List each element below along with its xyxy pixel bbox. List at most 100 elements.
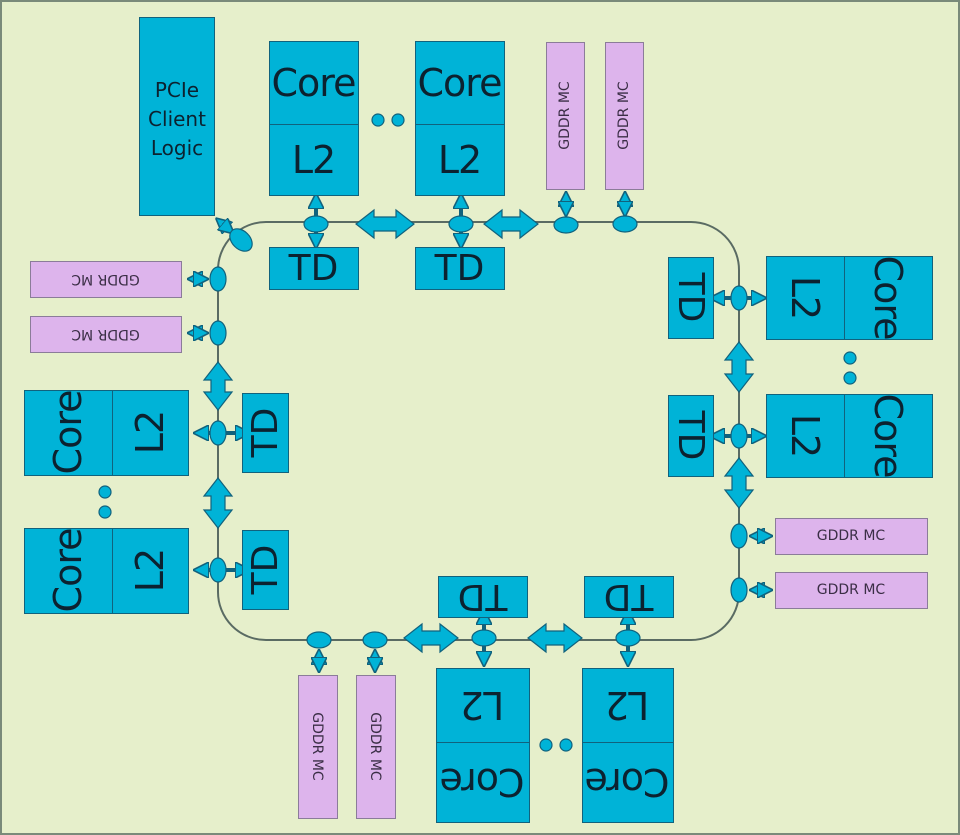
gddr-mc-label: GDDR MC bbox=[816, 528, 886, 544]
pcie-label-line: Client bbox=[148, 107, 206, 131]
l2-label: L2 bbox=[460, 683, 505, 727]
td-block: TD bbox=[668, 395, 714, 477]
ring-arrow-right-2 bbox=[723, 457, 755, 509]
ring-stop bbox=[730, 423, 748, 449]
core-label: Core bbox=[585, 760, 670, 804]
ring-stop bbox=[362, 631, 388, 649]
pcie-client-logic-label: PCIe Client Logic bbox=[140, 76, 214, 163]
l2-cache-block: L2 bbox=[415, 124, 505, 196]
gddr-mc-label: GDDR MC bbox=[71, 326, 140, 342]
ring-arrow-bottom-1 bbox=[403, 622, 459, 654]
l2-label: L2 bbox=[291, 137, 336, 182]
core-block: Core bbox=[844, 394, 933, 478]
ring-stop bbox=[209, 420, 227, 446]
ring-arrow-top-1 bbox=[355, 208, 415, 240]
ellipsis-dot bbox=[98, 485, 112, 499]
ring-stops bbox=[209, 215, 748, 649]
pcie-client-logic-block: PCIe Client Logic bbox=[139, 17, 215, 216]
ring-stop bbox=[730, 577, 748, 603]
l2-cache-block: L2 bbox=[766, 256, 845, 340]
core-label: Core bbox=[440, 760, 525, 804]
ellipsis-dot bbox=[539, 738, 553, 752]
core-block: Core bbox=[24, 390, 113, 476]
l2-label: L2 bbox=[605, 683, 650, 727]
td-block: TD bbox=[415, 247, 505, 290]
l2-label: L2 bbox=[128, 410, 172, 455]
gddr-memory-controller: GDDR MC bbox=[30, 316, 182, 353]
gddr-mc-label: GDDR MC bbox=[367, 712, 384, 781]
td-label: TD bbox=[244, 544, 286, 595]
l2-label: L2 bbox=[128, 548, 172, 593]
core-block: Core bbox=[436, 742, 530, 823]
ring-stop bbox=[612, 215, 638, 233]
ring-stop bbox=[209, 320, 227, 346]
core-block: Core bbox=[24, 528, 113, 614]
gddr-mc-label: GDDR MC bbox=[816, 582, 886, 598]
ring-stop bbox=[615, 629, 641, 647]
td-label: TD bbox=[288, 247, 339, 289]
gddr-memory-controller: GDDR MC bbox=[356, 675, 396, 819]
td-label: TD bbox=[434, 247, 485, 289]
gddr-memory-controller: GDDR MC bbox=[605, 42, 644, 190]
core-label: Core bbox=[271, 60, 357, 105]
ellipsis-dot bbox=[371, 113, 385, 127]
td-label: TD bbox=[603, 576, 654, 617]
gddr-memory-controller: GDDR MC bbox=[298, 675, 338, 819]
ellipsis-dot bbox=[843, 351, 857, 365]
core-label: Core bbox=[46, 390, 90, 475]
td-block: TD bbox=[242, 393, 289, 473]
core-block: Core bbox=[844, 256, 933, 340]
td-label: TD bbox=[244, 407, 286, 458]
core-label: Core bbox=[866, 393, 910, 478]
core-label: Core bbox=[46, 528, 90, 613]
l2-cache-block: L2 bbox=[112, 528, 189, 614]
pcie-label-line: PCIe bbox=[154, 78, 200, 102]
gddr-mc-label: GDDR MC bbox=[616, 81, 632, 150]
core-block: Core bbox=[269, 41, 359, 125]
ring-arrow-left-2 bbox=[202, 477, 234, 529]
l2-label: L2 bbox=[783, 413, 827, 458]
ring-stop bbox=[471, 629, 497, 647]
ring-arrow-left-1 bbox=[202, 361, 234, 411]
gddr-memory-controller: GDDR MC bbox=[775, 572, 928, 609]
ring-stop bbox=[229, 228, 253, 252]
td-block: TD bbox=[438, 576, 528, 618]
gddr-memory-controller: GDDR MC bbox=[546, 42, 585, 190]
l2-label: L2 bbox=[437, 137, 482, 182]
core-block: Core bbox=[415, 41, 505, 125]
core-label: Core bbox=[417, 60, 503, 105]
l2-cache-block: L2 bbox=[112, 390, 189, 476]
ellipsis-dot bbox=[559, 738, 573, 752]
ellipsis-dot bbox=[843, 371, 857, 385]
gddr-mc-label: GDDR MC bbox=[557, 81, 573, 150]
l2-cache-block: L2 bbox=[436, 668, 530, 743]
ring-arrows bbox=[202, 208, 755, 654]
gddr-mc-label: GDDR MC bbox=[71, 271, 140, 287]
l2-cache-block: L2 bbox=[269, 124, 359, 196]
td-label: TD bbox=[670, 272, 711, 323]
gddr-memory-controller: GDDR MC bbox=[30, 261, 182, 298]
td-block: TD bbox=[584, 576, 674, 618]
pcie-label-line: Logic bbox=[150, 136, 204, 160]
l2-cache-block: L2 bbox=[766, 394, 845, 478]
ellipsis-dot bbox=[98, 505, 112, 519]
gddr-memory-controller: GDDR MC bbox=[775, 518, 928, 555]
ring-stop bbox=[730, 285, 748, 311]
td-label: TD bbox=[457, 576, 508, 617]
l2-cache-block: L2 bbox=[582, 668, 674, 743]
ellipsis-dot bbox=[391, 113, 405, 127]
ring-arrow-top-2 bbox=[483, 208, 539, 240]
ring-stop bbox=[553, 216, 579, 234]
td-block: TD bbox=[668, 257, 714, 339]
ring-stop bbox=[209, 557, 227, 583]
core-label: Core bbox=[866, 255, 910, 340]
td-label: TD bbox=[670, 410, 711, 461]
ring-arrow-bottom-2 bbox=[527, 622, 583, 654]
td-block: TD bbox=[269, 247, 359, 290]
ring-stop bbox=[303, 215, 329, 233]
ring-stop bbox=[306, 631, 332, 649]
core-block: Core bbox=[582, 742, 674, 823]
ring-stop bbox=[730, 523, 748, 549]
